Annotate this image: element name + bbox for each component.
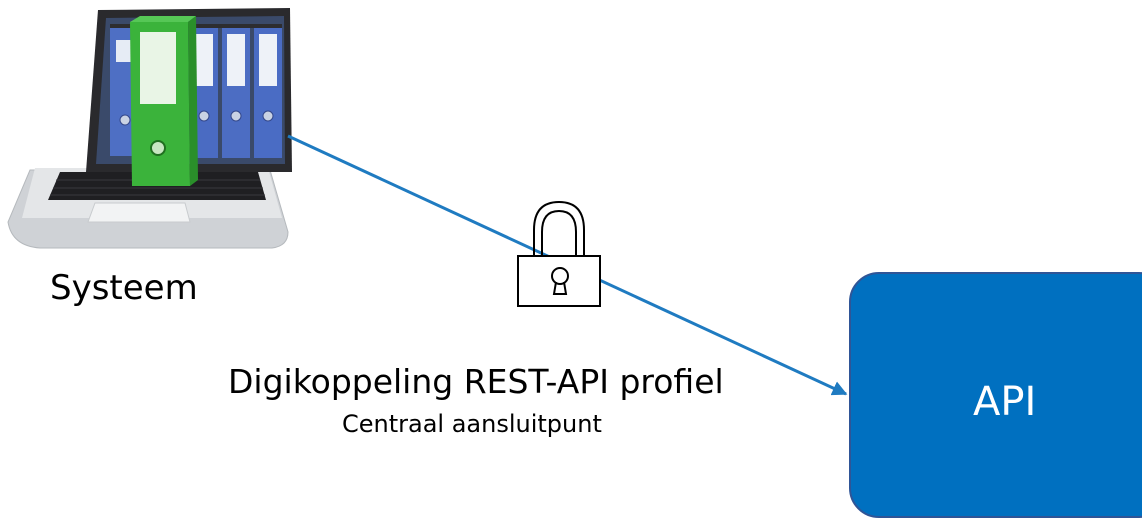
system-label: Systeem — [50, 268, 198, 308]
padlock-icon — [517, 200, 601, 307]
connection-title: Digikoppeling REST-API profiel — [228, 362, 724, 401]
laptop-with-binders-icon — [7, 8, 292, 249]
api-label: API — [973, 379, 1037, 425]
api-node: API — [849, 272, 1142, 518]
connection-subtitle: Centraal aansluitpunt — [342, 410, 602, 438]
